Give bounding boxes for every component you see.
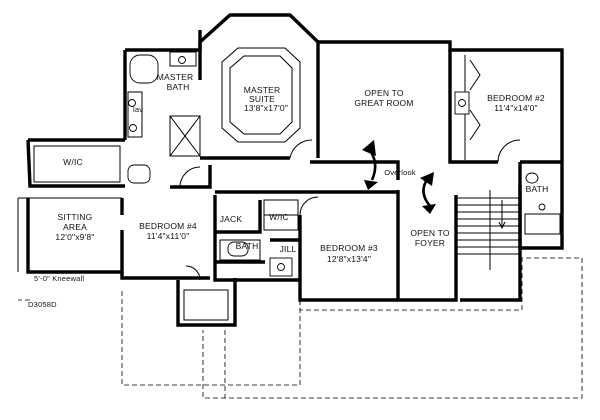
bath-right-label: BATH (526, 184, 549, 194)
bedroom3-dims: 12'8"x13'4" (327, 254, 371, 264)
bath-mid-label: BATH (236, 241, 259, 251)
overlook-arrows (362, 140, 436, 214)
bedroom4-label: BEDROOM #4 (139, 221, 197, 231)
great-room-label-2: GREAT ROOM (354, 98, 413, 108)
plan-code: D3058D (28, 300, 57, 309)
bedroom2-label: BEDROOM #2 (487, 93, 545, 103)
overlook-label: Overlook (384, 168, 416, 177)
kneewall-note: 5'-0" Kneewall (34, 274, 84, 283)
bedroom4-dims: 11'4"x11'0" (147, 231, 190, 241)
details (17, 47, 561, 321)
master-bath-label-2: BATH (167, 82, 190, 92)
foyer-label-1: OPEN TO (410, 228, 450, 238)
wic-left-label: W/IC (63, 157, 83, 167)
lower-level-outline (18, 257, 583, 399)
sitting-area-dims: 12'0"x9'8" (55, 232, 94, 242)
great-room-label-1: OPEN TO (364, 88, 404, 98)
sitting-area-label-2: AREA (63, 222, 87, 232)
sitting-area-label-1: SITTING (58, 212, 93, 222)
lav-label: lav (133, 105, 143, 114)
wic-mid-label: W/IC (269, 212, 289, 222)
master-suite-label-2: SUITE (249, 94, 275, 104)
labels: MASTER BATH lav MASTER SUITE 13'8"x17'0"… (28, 72, 548, 309)
foyer-label-2: FOYER (415, 238, 445, 248)
jack-label: JACK (220, 214, 243, 224)
master-suite-label-1: MASTER (244, 85, 281, 95)
bedroom2-dims: 11'4"x14'0" (494, 103, 537, 113)
master-suite-dims: 13'8"x17'0" (244, 103, 288, 113)
bedroom3-label: BEDROOM #3 (320, 243, 378, 253)
master-bath-label-1: MASTER (157, 72, 194, 82)
walls (26, 13, 564, 327)
jill-label: JILL (280, 244, 297, 254)
